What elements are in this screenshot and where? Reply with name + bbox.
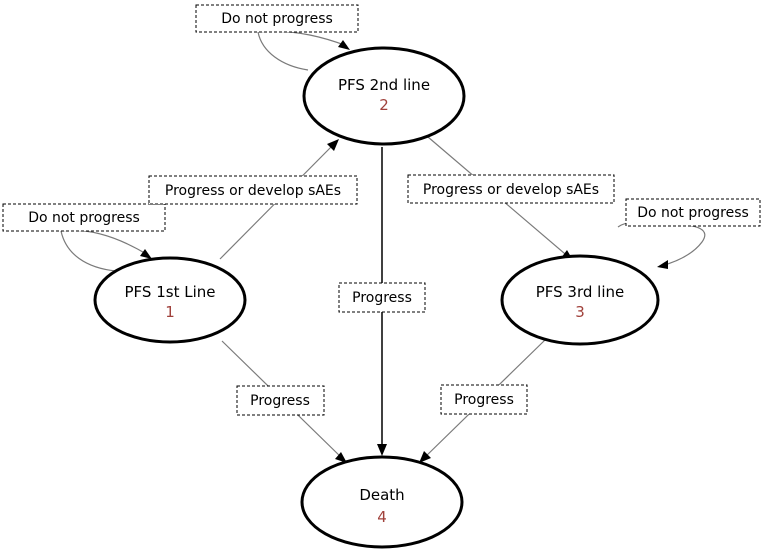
label-loop-pfs1: Do not progress [2, 203, 166, 232]
node-death-number: 4 [377, 508, 387, 526]
label-pfs3-to-death-box [440, 384, 528, 415]
loop-pfs3-curve [617, 221, 706, 267]
node-pfs1-shape [93, 256, 247, 344]
label-pfs2-to-death: Progress [338, 282, 426, 313]
label-pfs1-to-pfs2-box [148, 175, 358, 205]
label-pfs2-to-pfs3-text: Progress or develop sAEs [423, 182, 599, 198]
arrowhead-pfs3-to-death [419, 451, 431, 463]
node-pfs3-name: PFS 3rd line [536, 283, 625, 301]
node-death-shape [300, 455, 464, 549]
label-pfs1-to-death-text: Progress [250, 393, 310, 409]
arrowhead-pfs2-to-death [377, 444, 387, 456]
label-loop-pfs2: Do not progress [195, 4, 359, 33]
label-loop-pfs1-box [2, 203, 166, 232]
node-pfs2-number: 2 [379, 96, 389, 114]
node-death: Death 4 [300, 455, 464, 549]
arrowhead-loop-pfs2 [338, 40, 350, 50]
arrowhead-loop-pfs3 [657, 260, 668, 269]
arrowhead-pfs1-to-death [335, 452, 347, 463]
node-pfs1: PFS 1st Line 1 [93, 256, 247, 344]
node-pfs3: PFS 3rd line 3 [500, 254, 660, 346]
label-pfs1-to-death: Progress [236, 385, 325, 416]
label-loop-pfs3-box [625, 198, 761, 227]
label-pfs3-to-death: Progress [440, 384, 528, 415]
label-loop-pfs3: Do not progress [625, 198, 761, 227]
label-loop-pfs2-text: Do not progress [221, 11, 333, 27]
label-pfs2-to-death-box [338, 282, 426, 313]
node-pfs3-shape [500, 254, 660, 346]
label-pfs1-to-death-box [236, 385, 325, 416]
label-pfs1-to-pfs2-text: Progress or develop sAEs [165, 183, 341, 199]
label-loop-pfs1-text: Do not progress [28, 210, 140, 226]
node-pfs2-name: PFS 2nd line [338, 76, 430, 94]
node-pfs1-number: 1 [165, 303, 175, 321]
label-pfs2-to-death-text: Progress [352, 290, 412, 306]
label-pfs3-to-death-text: Progress [454, 392, 514, 408]
arrowhead-pfs1-to-pfs2 [327, 139, 339, 151]
node-pfs1-name: PFS 1st Line [125, 283, 216, 301]
label-pfs2-to-pfs3-box [407, 174, 615, 204]
label-pfs2-to-pfs3: Progress or develop sAEs [407, 174, 615, 204]
node-pfs2-shape [302, 46, 466, 146]
arrowhead-loop-pfs1 [140, 249, 152, 259]
node-pfs2: PFS 2nd line 2 [302, 46, 466, 146]
node-pfs3-number: 3 [575, 303, 585, 321]
label-loop-pfs2-box [195, 4, 359, 33]
label-loop-pfs3-text: Do not progress [637, 205, 749, 221]
node-death-name: Death [359, 486, 404, 504]
label-pfs1-to-pfs2: Progress or develop sAEs [148, 175, 358, 205]
